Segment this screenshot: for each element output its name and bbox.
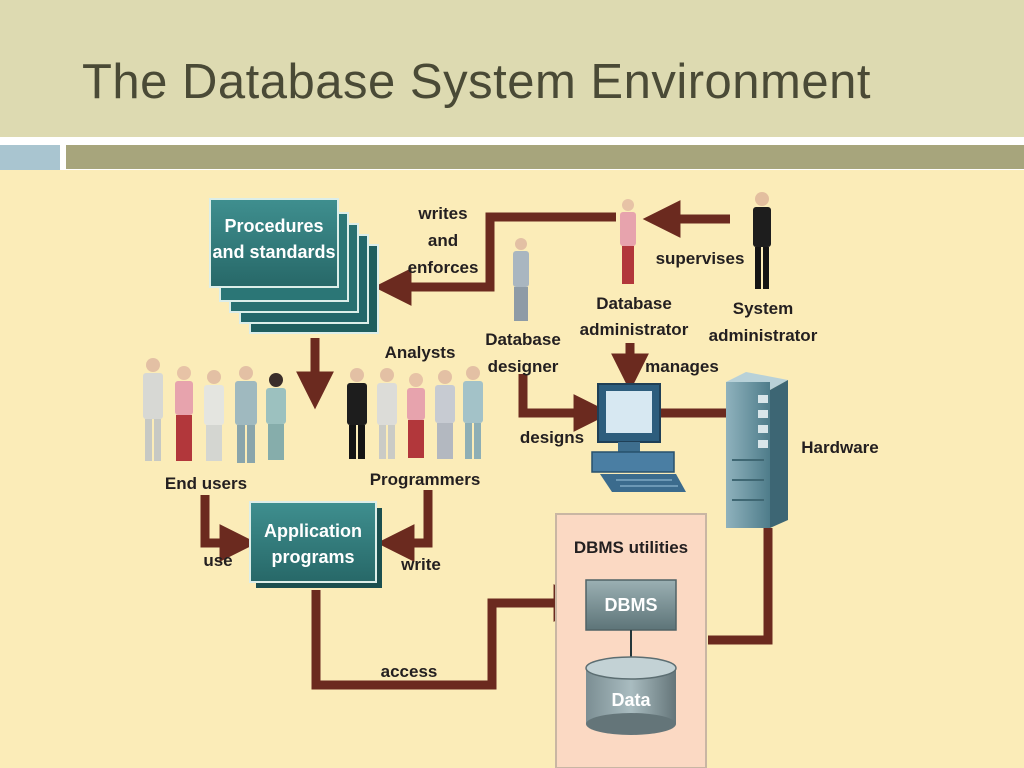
access-label: access (381, 662, 438, 681)
dba-label-1: Database (596, 294, 672, 313)
writes-label: writes (417, 204, 467, 223)
hardware-tower-icon (726, 372, 788, 528)
dbms-utilities-label: DBMS utilities (574, 538, 688, 557)
arrow-admin-writes-procedures (373, 212, 616, 306)
arrow-designer-designs (518, 374, 612, 432)
analysts-label: Analysts (385, 343, 456, 362)
application-programs-box: Application programs (249, 501, 382, 588)
sysadmin-label-2: administrator (709, 326, 818, 345)
programmers-label: Programmers (370, 470, 481, 489)
procedures-label-1: Procedures (224, 216, 323, 236)
arrow-endusers-use (200, 495, 258, 562)
database-designer-figure (513, 238, 529, 321)
and-label: and (428, 231, 458, 250)
procedures-standards-box: Procedures and standards (209, 198, 379, 334)
slide-title: The Database System Environment (82, 55, 871, 109)
computer-icon (591, 383, 686, 492)
arrow-programmers-write (376, 490, 433, 562)
database-administrator-figure (620, 199, 636, 284)
dbms-label: DBMS (605, 595, 658, 615)
database-environment-diagram: Procedures and standards Application pro… (0, 170, 1024, 768)
dbms-box: DBMS (585, 579, 677, 631)
supervises-label: supervises (656, 249, 745, 268)
designer-label-2: designer (488, 357, 559, 376)
designs-label: designs (520, 428, 584, 447)
hardware-label: Hardware (801, 438, 878, 457)
diagram-labels: writes and enforces supervises Database … (165, 204, 879, 681)
connector-arrows (200, 200, 773, 690)
diagram-canvas: Procedures and standards Application pro… (143, 192, 879, 768)
sysadmin-label-1: System (733, 299, 793, 318)
data-label: Data (611, 690, 651, 710)
application-label-1: Application (264, 521, 362, 541)
designer-label-1: Database (485, 330, 561, 349)
write-label: write (400, 555, 441, 574)
programmers-group (347, 366, 483, 459)
end-users-group (143, 358, 286, 463)
system-administrator-figure (753, 192, 771, 289)
people-figures (143, 192, 771, 463)
header-band-accent (0, 145, 60, 170)
header-band (66, 145, 1024, 169)
manages-label: manages (645, 357, 719, 376)
dbms-utilities-panel: DBMS utilities DBMS Data (555, 513, 707, 768)
end-users-label: End users (165, 474, 247, 493)
enforces-label: enforces (408, 258, 479, 277)
procedures-label-2: and standards (212, 242, 335, 262)
dba-label-2: administrator (580, 320, 689, 339)
application-label-2: programs (271, 547, 354, 567)
data-cylinder: Data (585, 656, 677, 735)
line-hardware-dbms (708, 528, 773, 645)
slide-header: The Database System Environment (0, 0, 1024, 137)
use-label: use (203, 551, 232, 570)
arrow-app-access-dbms (311, 584, 592, 690)
